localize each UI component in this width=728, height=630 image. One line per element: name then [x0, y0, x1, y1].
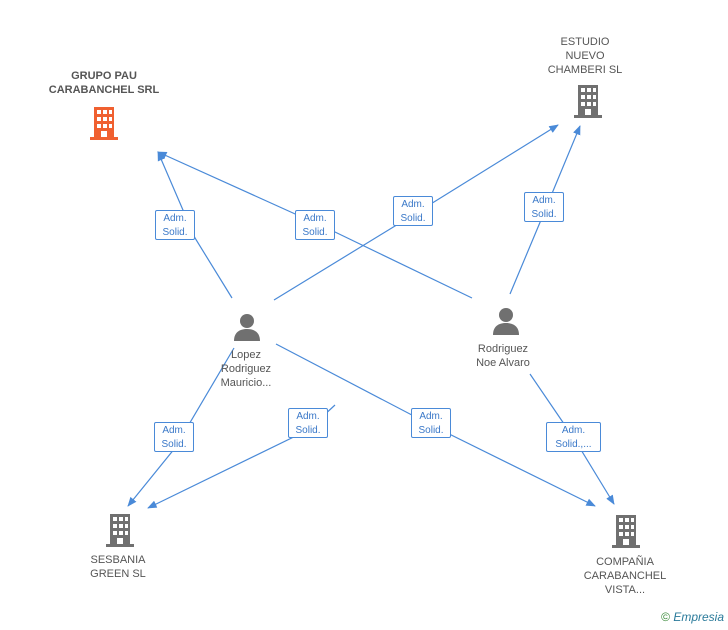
relation-label[interactable]: Adm. Solid. — [295, 210, 335, 240]
relation-edge — [157, 151, 473, 299]
company-label-compania[interactable]: COMPAÑIA CARABANCHEL VISTA... — [583, 556, 667, 596]
building-icon-sesbania[interactable] — [104, 514, 136, 548]
person-label-rodriguez[interactable]: Rodriguez Noe Alvaro — [476, 343, 530, 369]
relation-edge — [157, 151, 233, 299]
company-label-grupo-pau[interactable]: GRUPO PAU CARABANCHEL SRL — [48, 70, 160, 96]
company-label-sesbania[interactable]: SESBANIA GREEN SL — [90, 554, 146, 580]
footer-brand: © Empresia — [661, 610, 724, 624]
relation-label[interactable]: Adm. Solid. — [411, 408, 451, 438]
building-icon-grupo-pau[interactable] — [88, 107, 120, 141]
relation-label[interactable]: Adm. Solid. — [154, 422, 194, 452]
company-label-estudio-nuevo[interactable]: ESTUDIO NUEVO CHAMBERI SL — [547, 36, 623, 76]
person-icon-rodriguez[interactable] — [491, 306, 521, 336]
person-label-lopez[interactable]: Lopez Rodriguez Mauricio... — [220, 349, 272, 389]
building-icon-estudio-nuevo[interactable] — [572, 85, 604, 119]
relation-label[interactable]: Adm. Solid. — [288, 408, 328, 438]
relation-label[interactable]: Adm. Solid. — [155, 210, 195, 240]
relation-label[interactable]: Adm. Solid. — [524, 192, 564, 222]
person-icon-lopez[interactable] — [232, 312, 262, 342]
relation-label[interactable]: Adm. Solid.,... — [546, 422, 601, 452]
copyright-symbol: © — [661, 610, 670, 624]
brand-name[interactable]: Empresia — [673, 610, 724, 624]
building-icon-compania[interactable] — [610, 515, 642, 549]
relation-label[interactable]: Adm. Solid. — [393, 196, 433, 226]
